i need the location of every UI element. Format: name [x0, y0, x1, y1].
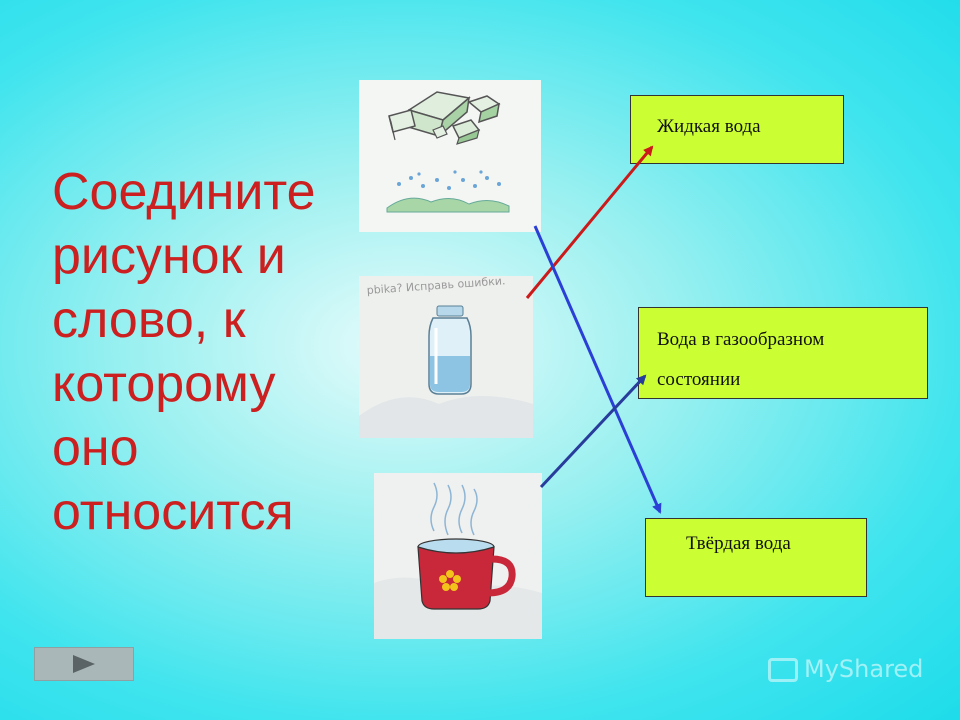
instruction-line: которому	[52, 355, 276, 413]
ice-picture[interactable]	[359, 80, 541, 232]
answer-label: состоянии	[657, 369, 741, 390]
instruction-line: слово, к	[52, 291, 246, 349]
arrow-jar-to-liquid	[525, 145, 654, 299]
answer-box-solid-water[interactable]: Твёрдая вода	[645, 518, 867, 597]
cup-picture[interactable]	[374, 473, 542, 639]
water-jar-illustration: рbika? Исправь ошибки.	[359, 276, 533, 438]
instruction-line: относится	[52, 483, 294, 541]
arrow-ice-to-solid	[533, 225, 662, 514]
answer-label: Вода в газообразном	[657, 329, 825, 350]
instruction-text: Соедините рисунок и слово, к которому он…	[52, 160, 322, 544]
answer-label: Жидкая вода	[657, 116, 761, 137]
instruction-line: оно	[52, 419, 139, 477]
answer-box-gaseous-water[interactable]: Вода в газообразном состоянии	[638, 307, 928, 399]
next-slide-button[interactable]	[34, 647, 134, 681]
ice-cubes-illustration	[386, 91, 510, 213]
play-next-icon	[73, 655, 95, 673]
jar-picture[interactable]: рbika? Исправь ошибки.	[359, 276, 533, 438]
steaming-cup-illustration	[374, 482, 542, 639]
answer-box-liquid-water[interactable]: Жидкая вода	[630, 95, 844, 164]
instruction-line: рисунок и	[52, 227, 286, 285]
instruction-line: Соедините	[52, 163, 316, 221]
myshared-logo-icon	[768, 658, 798, 682]
answer-label: Твёрдая вода	[686, 533, 791, 554]
arrow-cup-to-gas	[539, 374, 647, 489]
watermark-logo: MyShared	[768, 655, 948, 695]
flower-icon	[439, 570, 461, 591]
watermark-text: MyShared	[804, 655, 924, 683]
